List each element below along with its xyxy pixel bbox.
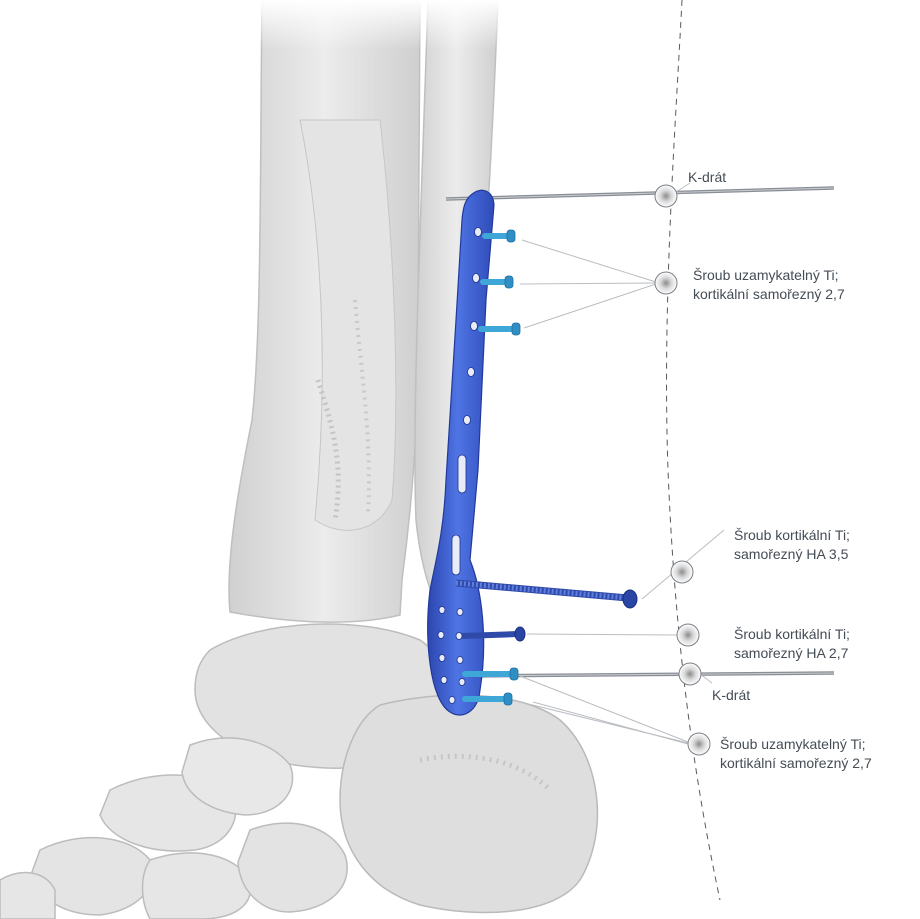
label-locking-screw-lower: Šroub uzamykatelný Ti; kortikální samoře… xyxy=(720,735,872,773)
k-wire-bottom xyxy=(470,673,834,676)
label-line: Šroub kortikální Ti; xyxy=(734,625,850,644)
label-locking-screw-upper: Šroub uzamykatelný Ti; kortikální samoře… xyxy=(693,266,845,304)
label-line: samořezný HA 3,5 xyxy=(734,545,850,564)
label-line: Šroub uzamykatelný Ti; xyxy=(693,266,845,285)
callout-dot-k-wire-bottom xyxy=(679,663,701,685)
label-line: Šroub uzamykatelný Ti; xyxy=(720,735,872,754)
calcaneus xyxy=(340,695,597,912)
label-k-wire-bottom: K-drát xyxy=(712,686,750,705)
label-line: K-drát xyxy=(712,686,750,705)
label-cortical-screw-27: Šroub kortikální Ti; samořezný HA 2,7 xyxy=(734,625,850,663)
cortical-screw-long xyxy=(456,583,637,608)
callout-dot-k-wire-top xyxy=(655,185,677,207)
callout-dot-cortical-screw-35 xyxy=(671,561,693,583)
label-line: samořezný HA 2,7 xyxy=(734,644,850,663)
label-line: kortikální samořezný 2,7 xyxy=(720,754,872,773)
label-k-wire-top: K-drát xyxy=(688,168,726,187)
callout-dot-locking-screw-lower xyxy=(688,733,710,755)
label-line: kortikální samořezný 2,7 xyxy=(693,285,845,304)
callout-dot-cortical-screw-27 xyxy=(677,624,699,646)
label-cortical-screw-35: Šroub kortikální Ti; samořezný HA 3,5 xyxy=(734,526,850,564)
label-line: K-drát xyxy=(688,168,726,187)
callout-dot-locking-screw-upper xyxy=(655,272,677,294)
label-line: Šroub kortikální Ti; xyxy=(734,526,850,545)
